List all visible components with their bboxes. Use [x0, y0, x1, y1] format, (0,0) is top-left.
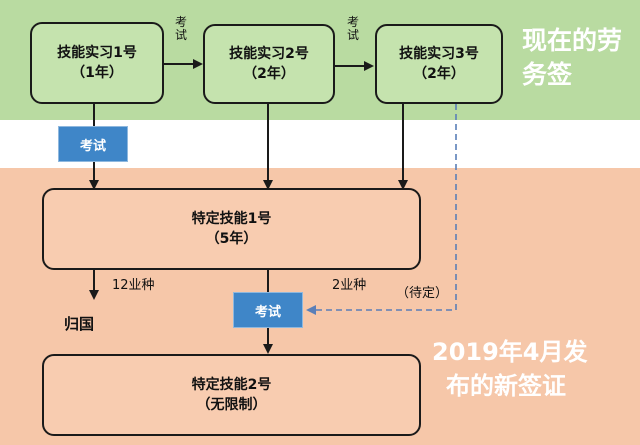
- new-visa-label-line1: 2019年4月发: [432, 338, 588, 366]
- specified-2-years: （无限制）: [196, 397, 267, 413]
- intern-1-title: 技能实习1号: [57, 45, 137, 61]
- intern-3-box: 技能实习3号 （2年）: [375, 24, 503, 104]
- intern-2-box: 技能实习2号 （2年）: [203, 24, 335, 104]
- exam-badge-top: 考试: [58, 126, 128, 162]
- specified-1-years: （5年）: [205, 231, 258, 247]
- intern-2-title: 技能实习2号: [229, 46, 309, 62]
- current-visa-label: 现在的劳务签: [522, 26, 623, 89]
- exam-badge-bottom: 考试: [233, 292, 303, 328]
- exam-label-2-3: 考试: [346, 15, 359, 42]
- branch-left-label: 12业种: [112, 278, 155, 293]
- intern-3-title: 技能实习3号: [399, 46, 479, 62]
- specified-skill-1-box: 特定技能1号 （5年）: [42, 188, 421, 270]
- pending-label: （待定）: [396, 286, 449, 301]
- new-visa-label-line2: 布的新签证: [446, 372, 566, 400]
- return-home-label: 归国: [64, 315, 95, 333]
- intern-3-years: （2年）: [413, 66, 465, 82]
- intern-2-years: （2年）: [243, 66, 295, 82]
- specified-1-title: 特定技能1号: [191, 211, 272, 227]
- exam-label-1-2: 考试: [174, 15, 187, 42]
- specified-skill-2-box: 特定技能2号 （无限制）: [42, 354, 421, 436]
- specified-2-title: 特定技能2号: [191, 377, 272, 393]
- dashed-pending-path: [306, 104, 457, 315]
- branch-right-label: 2业种: [332, 278, 367, 293]
- intern-1-box: 技能实习1号 （1年）: [30, 22, 164, 104]
- intern-1-years: （1年）: [71, 65, 123, 81]
